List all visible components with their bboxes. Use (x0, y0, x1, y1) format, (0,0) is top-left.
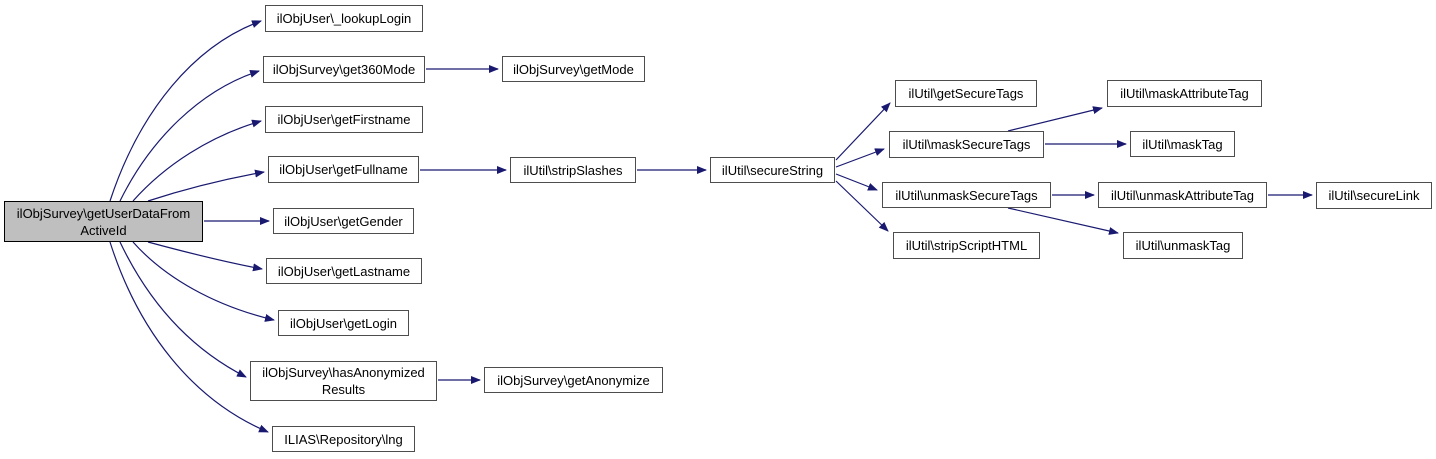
node-secureLink[interactable]: ilUtil\secureLink (1316, 182, 1432, 209)
edge-getUserDataFromActiveId-to-lookupLogin (109, 20, 262, 202)
node-label: ilObjUser\getFirstname (277, 112, 411, 127)
edge-getUserDataFromActiveId-to-getLogin (132, 241, 275, 322)
node-label: ilObjUser\getLastname (277, 263, 411, 279)
node-getLogin[interactable]: ilObjUser\getLogin (278, 310, 409, 336)
node-stripScriptHTML[interactable]: ilUtil\stripScriptHTML (893, 232, 1040, 259)
node-label: ilUtil\getSecureTags (908, 86, 1024, 101)
node-label: ilObjSurvey\hasAnonymized (262, 365, 425, 380)
node-label: Results (321, 382, 366, 397)
node-getLastname[interactable]: ilObjUser\getLastname (266, 258, 422, 284)
node-label: ilUtil\stripScriptHTML (905, 238, 1028, 253)
node-lookupLogin[interactable]: ilObjUser\_lookupLogin (265, 5, 423, 32)
edge-secureString-to-getSecureTags (835, 102, 891, 161)
node-stripSlashes[interactable]: ilUtil\stripSlashes (510, 157, 636, 183)
node-label: ilObjSurvey\getAnonymize (497, 372, 650, 388)
node-getGender[interactable]: ilObjUser\getGender (273, 208, 414, 234)
node-label: ActiveId (80, 222, 127, 238)
edge-getUserDataFromActiveId-to-getFirstname (132, 119, 262, 202)
node-label: ILIAS\Repository\lng (284, 431, 403, 447)
node-maskSecureTags[interactable]: ilUtil\maskSecureTags (889, 131, 1044, 158)
node-getAnonymize[interactable]: ilObjSurvey\getAnonymize (484, 367, 663, 393)
edge-getUserDataFromActiveId-to-getLastname (147, 241, 263, 272)
node-label: ilObjUser\getGender (284, 213, 403, 229)
node-label: ilUtil\unmaskSecureTags (895, 187, 1038, 203)
node-getMode[interactable]: ilObjSurvey\getMode (502, 56, 645, 82)
node-label: ilUtil\unmaskAttributeTag (1110, 187, 1255, 203)
edge-secureString-to-maskSecureTags (835, 148, 885, 168)
node-getSecureTags[interactable]: ilUtil\getSecureTags (895, 80, 1037, 107)
node-getUserDataFromActiveId: ilObjSurvey\getUserDataFrom ActiveId (4, 201, 203, 242)
node-label: ilUtil\maskAttributeTag (1120, 86, 1249, 101)
edge-getUserDataFromActiveId-to-get360Mode (119, 69, 260, 202)
node-getFirstname[interactable]: ilObjUser\getFirstname (265, 106, 423, 133)
node-label: ilObjSurvey\getUserDataFrom (16, 205, 191, 221)
node-hasAnonymizedResults[interactable]: ilObjSurvey\hasAnonymized Results (250, 361, 437, 401)
edge-secureString-to-stripScriptHTML (835, 180, 889, 232)
edge-getUserDataFromActiveId-to-getFullname (147, 169, 265, 202)
edge-secureString-to-unmaskSecureTags (835, 173, 878, 191)
edge-getUserDataFromActiveId-to-hasAnonymizedResults (119, 241, 247, 378)
node-secureString[interactable]: ilUtil\secureString (710, 157, 835, 183)
node-label: ilObjSurvey\get360Mode (272, 62, 416, 77)
node-label: ilObjUser\getLogin (290, 315, 397, 331)
node-maskAttributeTag[interactable]: ilUtil\maskAttributeTag (1107, 80, 1262, 107)
node-label: ilUtil\maskTag (1142, 136, 1223, 152)
node-label: ilUtil\stripSlashes (523, 162, 623, 178)
node-lng[interactable]: ILIAS\Repository\lng (272, 426, 415, 452)
node-label: ilObjUser\_lookupLogin (276, 11, 412, 26)
edge-maskSecureTags-to-maskAttributeTag (1007, 106, 1103, 132)
node-label: ilObjSurvey\getMode (513, 61, 634, 77)
node-get360Mode[interactable]: ilObjSurvey\get360Mode (263, 56, 425, 83)
node-label: ilUtil\unmaskTag (1135, 238, 1231, 253)
node-unmaskTag[interactable]: ilUtil\unmaskTag (1123, 232, 1243, 259)
node-maskTag[interactable]: ilUtil\maskTag (1130, 131, 1235, 157)
node-label: ilUtil\secureLink (1328, 188, 1420, 203)
node-label: ilUtil\maskSecureTags (902, 137, 1031, 152)
node-unmaskSecureTags[interactable]: ilUtil\unmaskSecureTags (882, 182, 1051, 208)
node-unmaskAttributeTag[interactable]: ilUtil\unmaskAttributeTag (1098, 182, 1267, 208)
node-label: ilObjUser\getFullname (279, 162, 408, 177)
node-getFullname[interactable]: ilObjUser\getFullname (268, 156, 419, 183)
edge-unmaskSecureTags-to-unmaskTag (1007, 207, 1119, 235)
node-label: ilUtil\secureString (721, 162, 824, 178)
edge-getUserDataFromActiveId-to-lng (109, 241, 269, 433)
